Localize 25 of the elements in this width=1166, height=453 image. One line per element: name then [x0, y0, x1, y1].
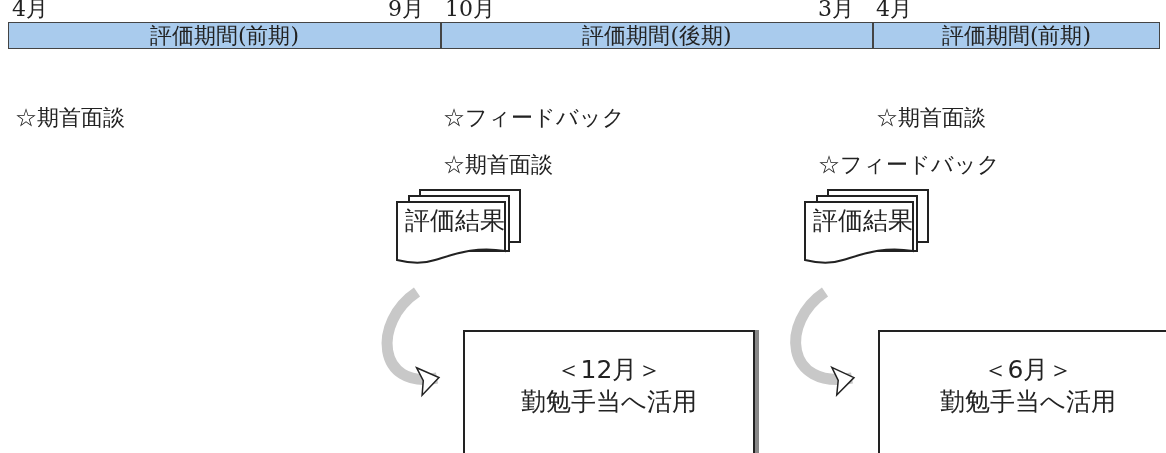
- period-label: 評価期間(前期): [941, 24, 1092, 47]
- month-label: 4月: [12, 0, 48, 22]
- period-band: [873, 22, 1160, 49]
- box-heading: ＜6月＞: [982, 354, 1074, 386]
- event-label: ☆フィードバック: [818, 152, 1000, 178]
- event-label: ☆期首面談: [15, 105, 125, 131]
- curved-arrow: [790, 287, 855, 395]
- period-band: [8, 22, 441, 49]
- month-label: 9月: [388, 0, 424, 22]
- event-label: ☆フィードバック: [443, 105, 625, 131]
- period-band: [441, 22, 873, 49]
- box-heading: ＜12月＞: [555, 354, 663, 386]
- result-box: [878, 330, 1166, 453]
- event-label: ☆期首面談: [876, 105, 986, 131]
- month-label: 3月: [818, 0, 854, 22]
- box-text: 勤勉手当へ活用: [940, 386, 1116, 418]
- event-label: ☆期首面談: [443, 152, 553, 178]
- curved-arrow: [381, 287, 440, 395]
- document-label: 評価結果: [813, 208, 913, 233]
- document-label: 評価結果: [405, 208, 505, 233]
- period-label: 評価期間(後期): [582, 24, 732, 47]
- period-label: 評価期間(前期): [149, 24, 300, 47]
- box-text: 勤勉手当へ活用: [521, 386, 697, 418]
- month-label: 10月: [445, 0, 495, 22]
- month-label: 4月: [876, 0, 912, 22]
